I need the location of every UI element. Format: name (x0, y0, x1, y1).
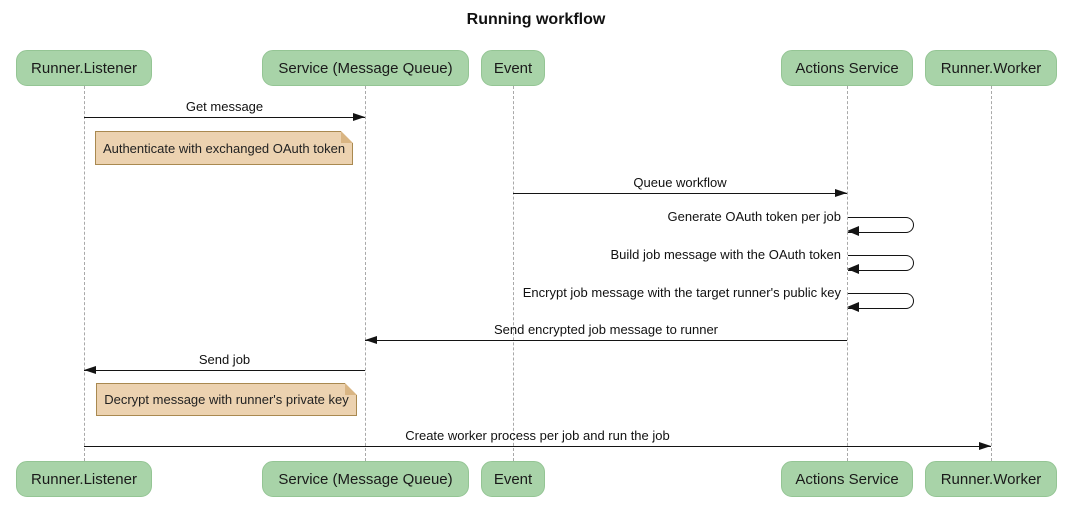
arrowhead-right-icon (835, 188, 847, 197)
lifeline-runner-worker (991, 86, 992, 461)
actor-runner-listener-bottom: Runner.Listener (16, 461, 152, 497)
actor-event-bottom: Event (481, 461, 545, 497)
message-label: Send job (198, 352, 251, 367)
actor-runner-listener-top: Runner.Listener (16, 50, 152, 86)
arrowhead-left-icon (847, 302, 859, 313)
message-label-build-job-message: Build job message with the OAuth token (610, 247, 841, 262)
lifeline-service-message-queue (365, 86, 366, 461)
message-queue-workflow: Queue workflow (513, 175, 847, 197)
lifeline-event (513, 86, 514, 461)
note-decrypt-message: Decrypt message with runner's private ke… (96, 383, 357, 416)
arrowhead-right-icon (979, 441, 991, 450)
message-get-message: Get message (84, 99, 365, 121)
actor-runner-worker-top: Runner.Worker (925, 50, 1057, 86)
actor-service-message-queue-top: Service (Message Queue) (262, 50, 469, 86)
self-message-loop-build-job-message (847, 255, 914, 275)
message-label: Get message (185, 99, 264, 114)
arrowhead-left-icon (365, 335, 377, 344)
message-send-encrypted-job-message: Send encrypted job message to runner (365, 322, 847, 344)
message-label: Send encrypted job message to runner (493, 322, 719, 337)
message-label: Queue workflow (633, 175, 727, 190)
message-create-worker-process: Create worker process per job and run th… (84, 428, 991, 450)
arrowhead-right-icon (353, 112, 365, 121)
arrowhead-left-icon (847, 226, 859, 237)
self-message-loop-encrypt-job-message (847, 293, 914, 313)
diagram-title: Running workflow (466, 11, 606, 28)
note-fold-corner-icon (341, 131, 353, 143)
note-authenticate-oauth: Authenticate with exchanged OAuth token (95, 131, 353, 165)
note-text: Decrypt message with runner's private ke… (104, 392, 349, 407)
message-label: Create worker process per job and run th… (405, 428, 670, 443)
note-text: Authenticate with exchanged OAuth token (102, 140, 346, 156)
actor-actions-service-top: Actions Service (781, 50, 913, 86)
note-fold-corner-icon (345, 383, 357, 395)
self-message-loop-generate-oauth-token (847, 217, 914, 237)
arrowhead-left-icon (84, 365, 96, 374)
actor-service-message-queue-bottom: Service (Message Queue) (262, 461, 469, 497)
lifeline-runner-listener (84, 86, 85, 461)
actor-event-top: Event (481, 50, 545, 86)
message-label-generate-oauth-token: Generate OAuth token per job (667, 209, 841, 224)
arrowhead-left-icon (847, 264, 859, 275)
message-send-job: Send job (84, 352, 365, 374)
actor-runner-worker-bottom: Runner.Worker (925, 461, 1057, 497)
message-label-encrypt-job-message: Encrypt job message with the target runn… (522, 285, 841, 300)
actor-actions-service-bottom: Actions Service (781, 461, 913, 497)
